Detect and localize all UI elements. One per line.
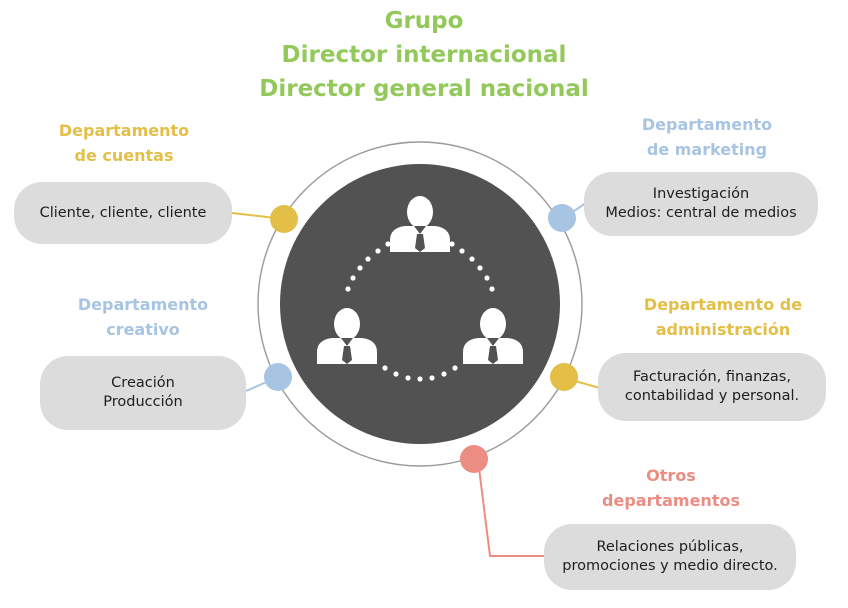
pill-cuentas: Cliente, cliente, cliente bbox=[14, 182, 232, 244]
dept-title-cuentas-line2: de cuentas bbox=[74, 146, 174, 165]
pill-administracion-line2: contabilidad y personal. bbox=[624, 388, 800, 404]
header-title: Grupo Director internacional Director ge… bbox=[0, 4, 848, 106]
dept-title-marketing-line1: Departamento bbox=[641, 115, 773, 134]
outer-ring bbox=[257, 141, 583, 467]
dept-title-creativo-line2: creativo bbox=[106, 320, 180, 339]
person-right-icon bbox=[463, 308, 523, 364]
node-creativo bbox=[264, 363, 292, 391]
pill-otros-line2: promociones y medio directo. bbox=[562, 558, 778, 574]
dept-title-cuentas: Departamento de cuentas bbox=[44, 118, 204, 168]
dept-title-marketing-line2: de marketing bbox=[646, 140, 768, 159]
pill-creativo-line2: Producción bbox=[103, 394, 183, 410]
dept-title-creativo-line1: Departamento bbox=[77, 295, 209, 314]
pill-marketing: Investigación Medios: central de medios bbox=[584, 172, 818, 236]
dept-title-administracion-line1: Departamento de bbox=[643, 295, 803, 314]
pill-otros: Relaciones públicas, promociones y medio… bbox=[544, 524, 796, 590]
dept-title-otros: Otros departamentos bbox=[586, 463, 756, 513]
pill-administracion: Facturación, finanzas, contabilidad y pe… bbox=[598, 353, 826, 421]
node-otros bbox=[460, 445, 488, 473]
header-line-grupo: Grupo bbox=[384, 8, 464, 34]
pill-marketing-line2: Medios: central de medios bbox=[605, 205, 797, 221]
dept-title-creativo: Departamento creativo bbox=[60, 292, 226, 342]
dotted-loop bbox=[345, 241, 495, 382]
header-line-director-general: Director general nacional bbox=[259, 76, 589, 102]
person-top-icon bbox=[390, 196, 450, 252]
pill-marketing-line1: Investigación bbox=[652, 186, 750, 202]
dept-title-cuentas-line1: Departamento bbox=[58, 121, 190, 140]
center-circle bbox=[280, 164, 560, 444]
dept-title-administracion-line2: administración bbox=[655, 320, 791, 339]
pill-administracion-line1: Facturación, finanzas, bbox=[633, 369, 791, 385]
dept-title-administracion: Departamento de administración bbox=[626, 292, 820, 342]
pill-cuentas-line1: Cliente, cliente, cliente bbox=[39, 204, 207, 221]
connector-otros bbox=[477, 459, 545, 557]
node-administracion bbox=[550, 363, 578, 391]
dept-title-marketing: Departamento de marketing bbox=[624, 112, 790, 162]
node-marketing bbox=[548, 204, 576, 232]
node-cuentas bbox=[270, 205, 298, 233]
pill-otros-line1: Relaciones públicas, bbox=[596, 539, 744, 555]
pill-creativo-line1: Creación bbox=[111, 375, 175, 391]
header-line-director-internacional: Director internacional bbox=[281, 42, 567, 68]
pill-creativo: Creación Producción bbox=[40, 356, 246, 430]
dept-title-otros-line2: departamentos bbox=[602, 491, 740, 510]
dept-title-otros-line1: Otros bbox=[646, 466, 696, 485]
person-left-icon bbox=[317, 308, 377, 364]
